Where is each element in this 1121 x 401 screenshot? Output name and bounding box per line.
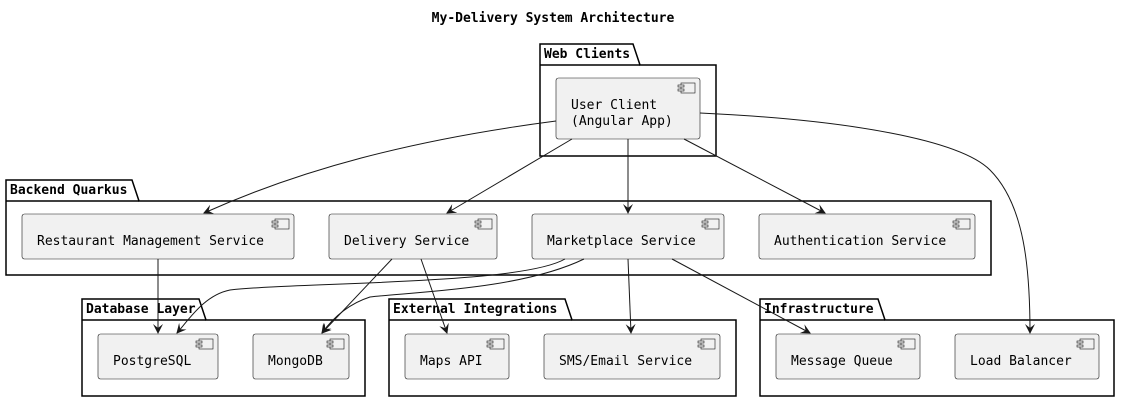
component-label: Restaurant Management Service [37, 234, 264, 249]
edge-marketplace-to-mongodb [321, 258, 585, 334]
component-marketplace-service: Marketplace Service [531, 213, 725, 260]
edge-user-client-to-restaurant-management [203, 120, 557, 214]
component-icon [271, 218, 290, 230]
component-user-client: User Client (Angular App) [555, 77, 701, 140]
component-label: Marketplace Service [547, 234, 696, 249]
component-label: Message Queue [791, 354, 893, 369]
component-restaurant-management-service: Restaurant Management Service [21, 213, 295, 260]
component-icon [1076, 338, 1095, 350]
component-label: PostgreSQL [113, 354, 191, 369]
component-delivery-service: Delivery Service [328, 213, 498, 260]
component-icon [897, 338, 916, 350]
edge-marketplace-to-sms-email [625, 258, 636, 334]
component-label: (Angular App) [571, 114, 673, 129]
component-postgresql: PostgreSQL [97, 333, 219, 380]
component-icon [677, 82, 696, 94]
component-label: User Client [571, 98, 657, 113]
package-label: External Integrations [393, 302, 557, 317]
component-label: Maps API [420, 354, 483, 369]
edge-marketplace-to-message-queue [671, 258, 811, 334]
component-sms-email-service: SMS/Email Service [543, 333, 721, 380]
component-label: SMS/Email Service [559, 354, 692, 369]
component-label: Delivery Service [344, 234, 469, 249]
edge-marketplace-to-postgresql [176, 258, 566, 334]
edge-delivery-to-mongodb [321, 258, 393, 334]
component-icon [326, 338, 345, 350]
component-maps-api: Maps API [404, 333, 510, 380]
edge-user-client-to-load-balancer [699, 112, 1035, 334]
edge-user-client-to-authentication [683, 138, 826, 214]
package-label: Database Layer [86, 302, 196, 317]
component-label: MongoDB [268, 354, 323, 369]
component-icon [701, 218, 720, 230]
component-load-balancer: Load Balancer [954, 333, 1100, 380]
component-icon [486, 338, 505, 350]
component-label: Load Balancer [970, 354, 1072, 369]
diagram-title: My-Delivery System Architecture [432, 11, 675, 26]
package-label: Backend Quarkus [10, 183, 127, 198]
edge-user-client-to-delivery [446, 138, 573, 214]
component-icon [697, 338, 716, 350]
component-authentication-service: Authentication Service [758, 213, 976, 260]
edge-delivery-to-maps-api [420, 258, 449, 334]
component-mongodb: MongoDB [252, 333, 350, 380]
connectors [153, 112, 1035, 334]
component-icon [195, 338, 214, 350]
component-label: Authentication Service [774, 234, 946, 249]
component-icon [952, 218, 971, 230]
package-label: Infrastructure [764, 302, 874, 317]
package-label: Web Clients [544, 47, 630, 62]
component-message-queue: Message Queue [775, 333, 921, 380]
component-icon [474, 218, 493, 230]
